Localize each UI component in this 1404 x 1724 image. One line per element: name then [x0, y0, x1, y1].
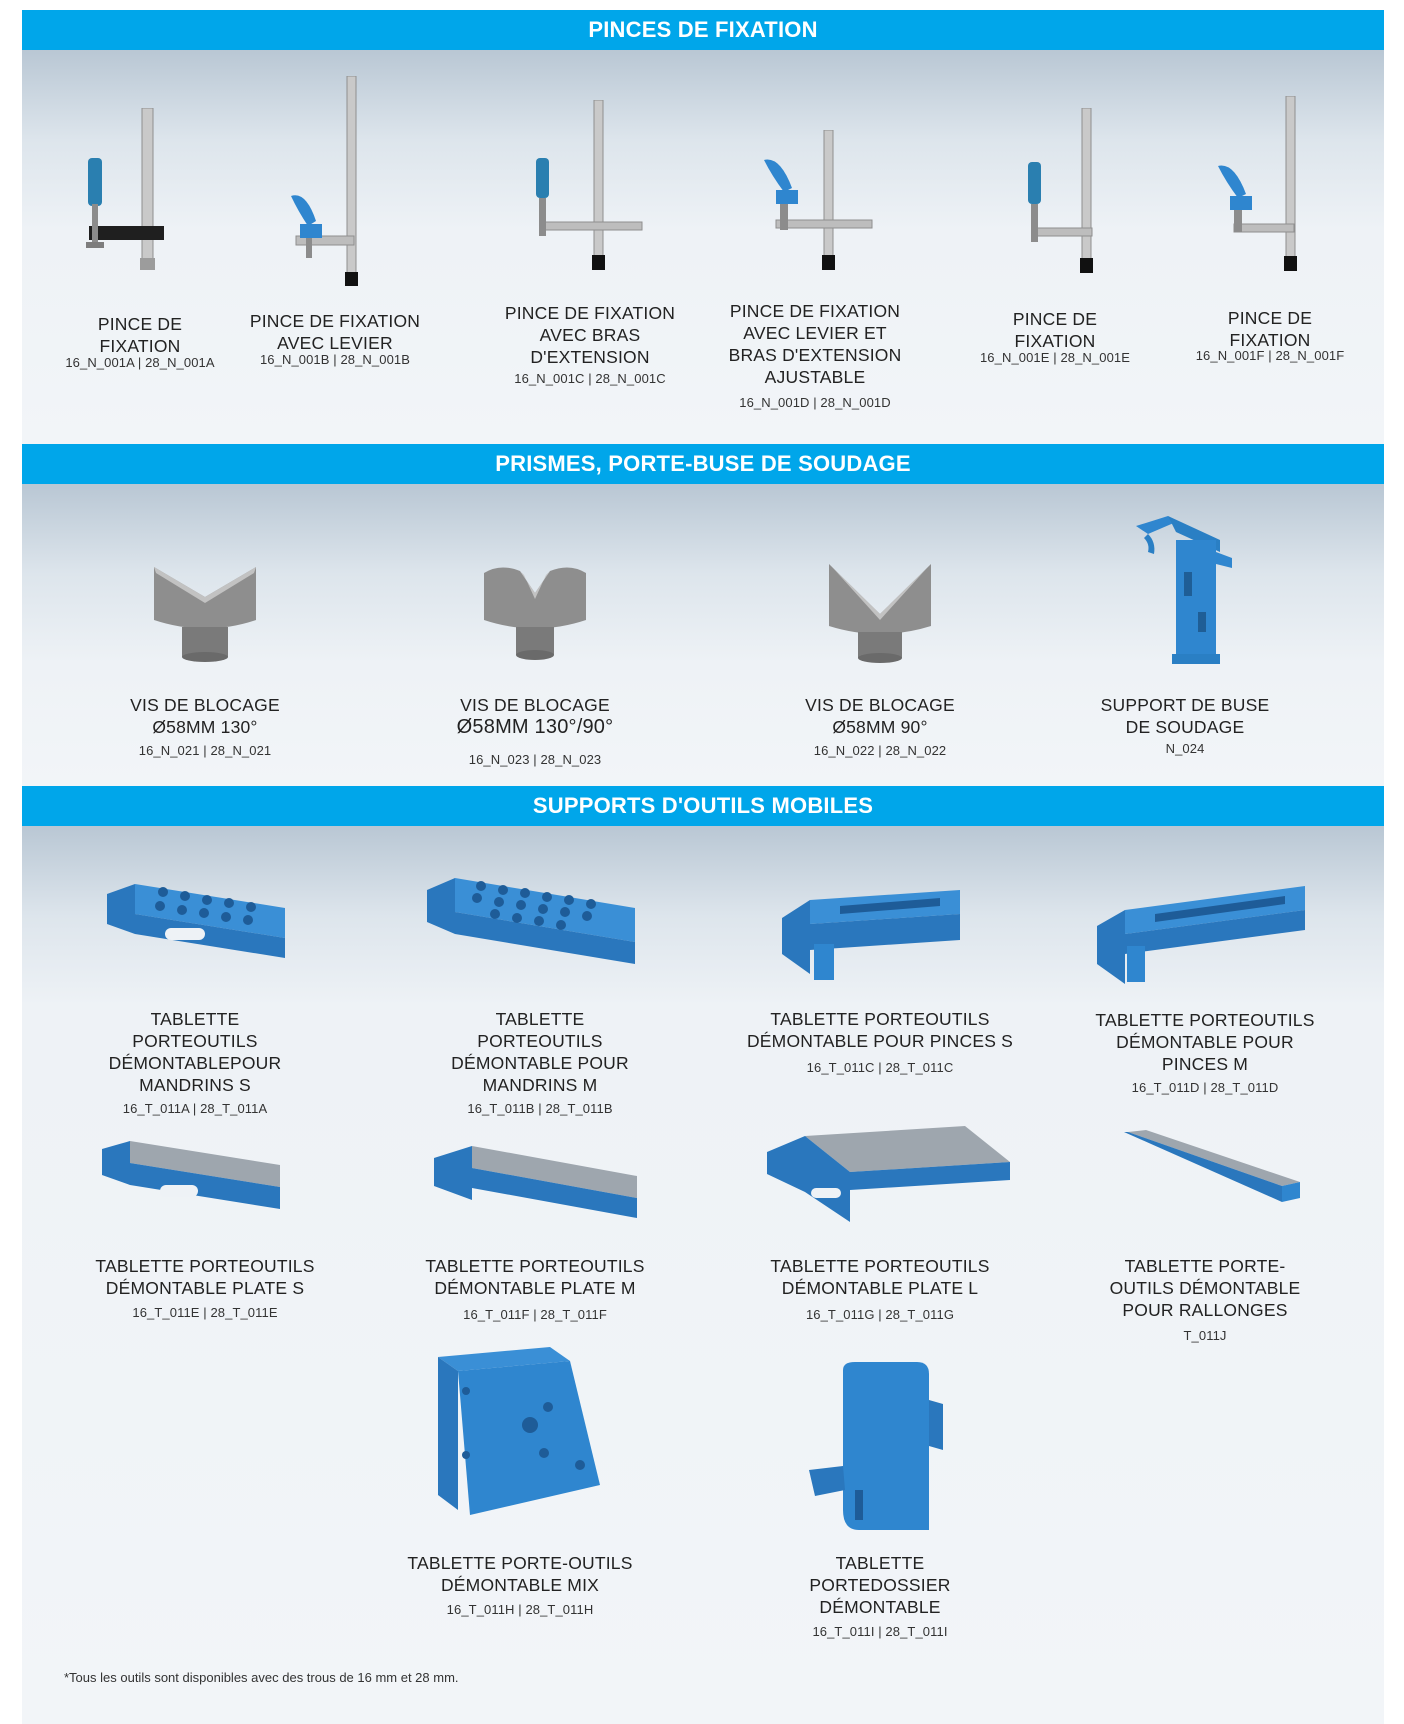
product-code: 16_N_023 | 28_N_023: [468, 752, 602, 767]
product-code: 16_N_001F | 28_N_001F: [1195, 348, 1345, 363]
product-code: N_024: [1165, 741, 1205, 756]
product-code: 16_N_001D | 28_N_001D: [739, 395, 891, 410]
product-code: 16_T_011B | 28_T_011B: [467, 1101, 613, 1116]
section-banner-prisms: PRISMES, PORTE-BUSE DE SOUDAGE: [22, 444, 1384, 484]
product-code: 16_N_001B | 28_N_001B: [259, 352, 411, 367]
section-banner-supports: SUPPORTS D'OUTILS MOBILES: [22, 786, 1384, 826]
tray-image: [780, 884, 970, 984]
product-code: 16_N_001E | 28_N_001E: [979, 350, 1131, 365]
tray-image: [432, 1140, 642, 1240]
clamp-image: [530, 100, 650, 275]
clamp-image: [1212, 96, 1312, 276]
tray-image: [425, 872, 640, 987]
tray-image: [100, 1135, 285, 1230]
product-code: 16_N_022 | 28_N_022: [813, 743, 947, 758]
tray-image: [805, 1360, 945, 1540]
footnote: *Tous les outils sont disponibles avec d…: [64, 1670, 459, 1685]
product-code: 16_N_001C | 28_N_001C: [514, 371, 666, 386]
section-title: SUPPORTS D'OUTILS MOBILES: [532, 793, 874, 818]
prism-image: [150, 565, 260, 665]
prism-image: [480, 565, 590, 665]
product-code: 16_T_011G | 28_T_011G: [805, 1307, 955, 1322]
section-banner-clamps: PINCES DE FIXATION: [22, 10, 1384, 50]
product-code: 16_T_011A | 28_T_011A: [122, 1101, 268, 1116]
tray-image: [1095, 880, 1315, 990]
product-code: 16_T_011C | 28_T_011C: [806, 1060, 954, 1075]
nozzle-holder-image: [1128, 512, 1238, 672]
prism-image: [825, 562, 935, 667]
product-code: 16_T_011I | 28_T_011I: [812, 1624, 948, 1639]
tray-image: [105, 878, 290, 978]
product-code: 16_T_011F | 28_T_011F: [463, 1307, 607, 1322]
product-code: 16_N_001A | 28_N_001A: [65, 355, 215, 370]
tray-image: [430, 1345, 605, 1520]
product-code: 16_T_011H | 28_T_011H: [446, 1602, 594, 1617]
product-code: 16_N_021 | 28_N_021: [138, 743, 272, 758]
product-code: 16_T_011D | 28_T_011D: [1131, 1080, 1279, 1095]
section-title: PINCES DE FIXATION: [588, 17, 818, 42]
clamp-image: [84, 108, 174, 278]
section-title: PRISMES, PORTE-BUSE DE SOUDAGE: [495, 451, 911, 476]
clamp-image: [286, 76, 386, 291]
tray-image: [1120, 1128, 1305, 1218]
section-band-prisms: [22, 484, 1384, 786]
clamp-image: [1020, 108, 1120, 278]
section-band-clamps: [22, 50, 1384, 444]
product-code: 16_T_011E | 28_T_011E: [132, 1305, 278, 1320]
tray-image: [765, 1122, 1015, 1232]
clamp-image: [758, 130, 878, 275]
section-band-supports: [22, 826, 1384, 1724]
product-code: T_011J: [1183, 1328, 1227, 1343]
